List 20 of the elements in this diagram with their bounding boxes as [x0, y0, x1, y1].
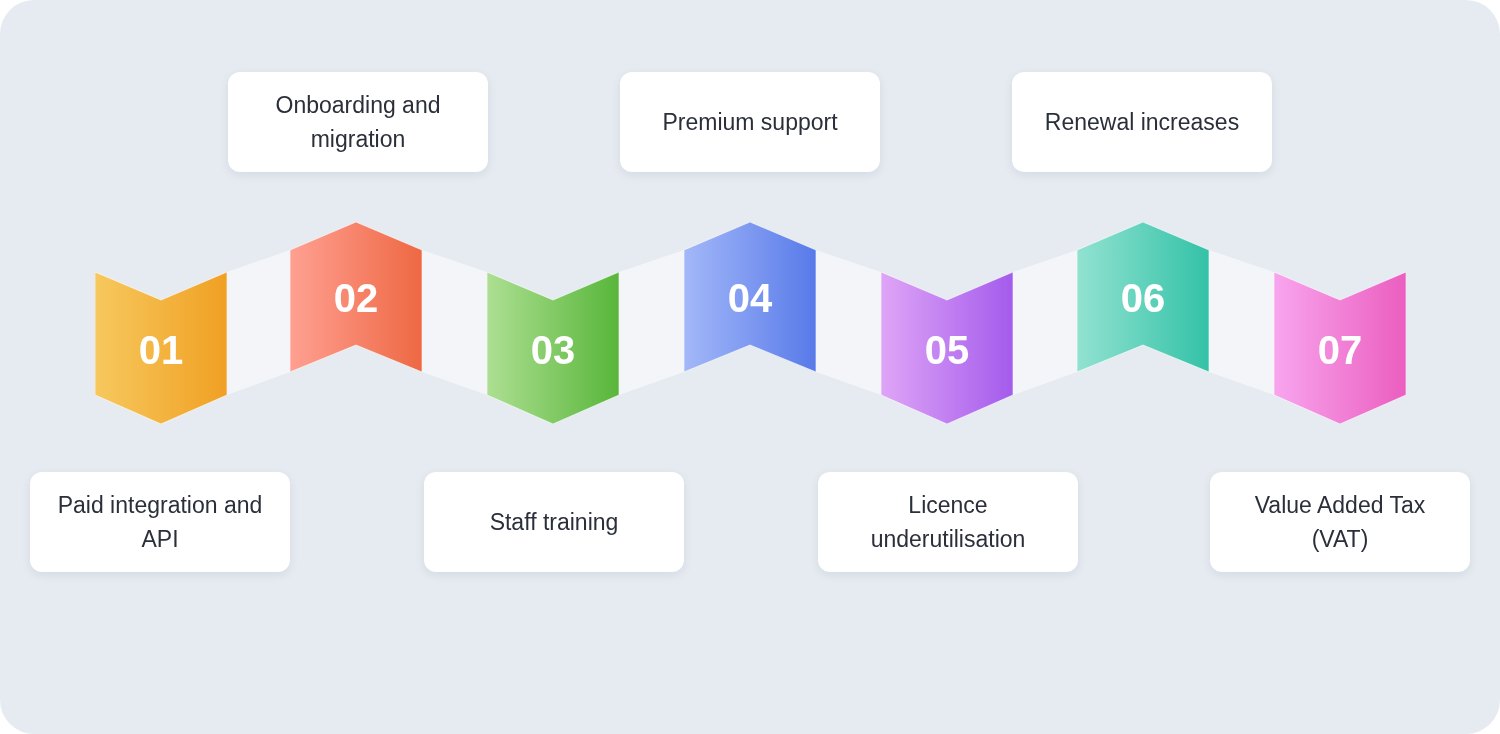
text-card: Staff training [424, 472, 684, 572]
ribbon-connector [619, 250, 684, 395]
ribbon-connector [1013, 250, 1077, 395]
text-card: Paid integration and API [30, 472, 290, 572]
step-number: 04 [726, 275, 774, 321]
ribbon-connector [1209, 250, 1274, 395]
text-card: Onboarding and migration [228, 72, 488, 172]
text-card: Renewal increases [1012, 72, 1272, 172]
ribbon-connector [816, 250, 881, 395]
ribbon-connector [422, 250, 487, 395]
step-number: 05 [923, 327, 971, 373]
text-card: Licence underutilisation [818, 472, 1078, 572]
step-number: 06 [1119, 275, 1167, 321]
ribbon-connector [227, 250, 290, 395]
step-number: 07 [1316, 327, 1364, 373]
step-number: 03 [529, 327, 577, 373]
step-number: 02 [332, 275, 380, 321]
text-card: Premium support [620, 72, 880, 172]
text-card: Value Added Tax (VAT) [1210, 472, 1470, 572]
step-number: 01 [137, 327, 185, 373]
